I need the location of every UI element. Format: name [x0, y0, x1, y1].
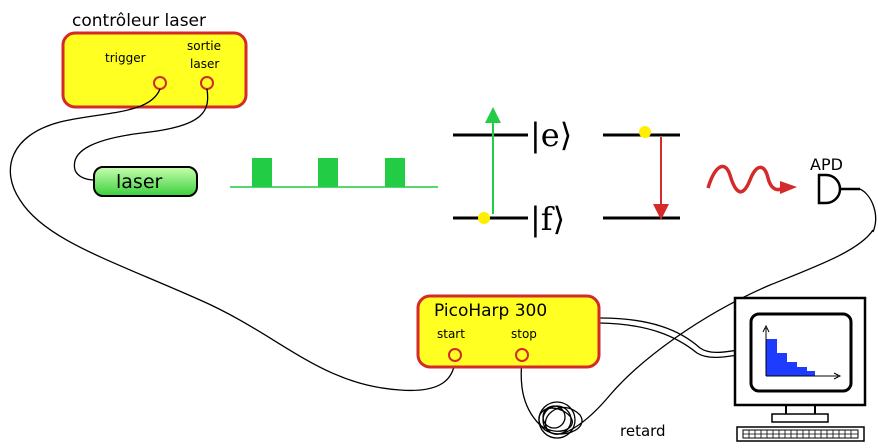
laser-output-label-line1: sortie [187, 39, 221, 53]
apd-label: APD [810, 155, 843, 174]
delay-label: retard [620, 422, 666, 440]
trigger-label: trigger [105, 51, 146, 65]
emission-scheme [603, 126, 680, 220]
cable-picoharp-to-computer [599, 317, 739, 354]
absorption-scheme: |e⟩ |f⟩ [453, 107, 572, 238]
atom-excited [639, 126, 651, 138]
picoharp-title: PicoHarp 300 [434, 301, 547, 321]
cables [9, 88, 874, 439]
apd-detector: APD [810, 155, 877, 233]
cable-output-to-laser [73, 88, 209, 181]
picoharp: PicoHarp 300 start stop [416, 294, 601, 369]
start-label: start [437, 327, 465, 341]
stop-port[interactable] [515, 348, 529, 362]
laser: laser [93, 166, 198, 197]
laser-controller: contrôleur laser trigger sortie laser [61, 11, 248, 109]
pulse [385, 158, 405, 187]
start-port[interactable] [448, 348, 462, 362]
laser-output-label-line2: laser [190, 57, 219, 71]
ground-state-label: |f⟩ [530, 200, 565, 238]
atom-ground [478, 212, 490, 224]
computer [733, 296, 867, 442]
pulse [318, 158, 338, 187]
excited-state-label: |e⟩ [530, 116, 572, 154]
controller-title: contrôleur laser [72, 11, 206, 31]
photon-wave [706, 164, 797, 194]
cable-trigger-to-start [9, 88, 456, 392]
laser-output-port[interactable] [200, 76, 214, 90]
laser-label: laser [116, 171, 163, 193]
stop-label: stop [511, 327, 537, 341]
keyboard [736, 426, 865, 442]
decay-histogram [762, 324, 842, 380]
pulse [252, 158, 272, 187]
trigger-port[interactable] [153, 76, 167, 90]
pulse-train [230, 158, 438, 188]
